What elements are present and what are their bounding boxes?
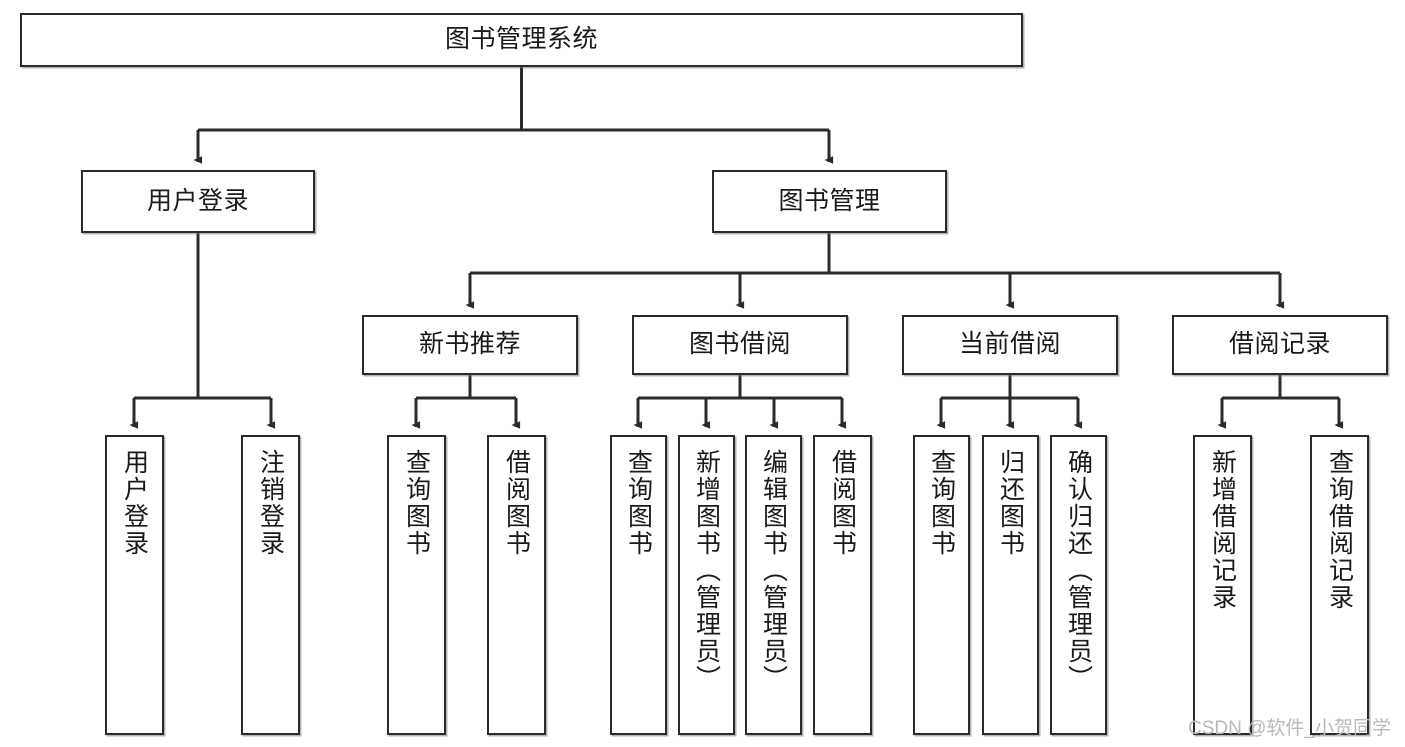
leaf-cb-query-book[interactable]: 查询图书 [913,435,970,735]
node-root-label: 图书管理系统 [444,25,598,54]
leaf-cb-confirm-return[interactable]: 确认归还（管理员） [1050,435,1107,735]
node-borrow-record-label: 借阅记录 [1228,330,1331,359]
leaf-bb-add-book-label: 新增图书（管理员） [692,449,721,692]
leaf-br-add-record[interactable]: 新增借阅记录 [1193,435,1252,735]
leaf-user-logout-label: 注销登录 [256,449,285,557]
node-user-login[interactable]: 用户登录 [81,170,315,233]
leaf-bb-query-book[interactable]: 查询图书 [610,435,667,735]
node-new-book-rec-label: 新书推荐 [418,330,521,359]
leaf-bb-edit-book[interactable]: 编辑图书（管理员） [745,435,802,735]
leaf-cb-confirm-return-label: 确认归还（管理员） [1064,449,1093,692]
node-user-login-label: 用户登录 [146,186,249,215]
leaf-cb-return-book-label: 归还图书 [996,449,1025,557]
node-book-borrow[interactable]: 图书借阅 [632,315,848,375]
node-book-manage[interactable]: 图书管理 [712,170,947,233]
leaf-nb-borrow-book[interactable]: 借阅图书 [487,435,546,735]
node-book-manage-label: 图书管理 [778,186,881,215]
leaf-cb-return-book[interactable]: 归还图书 [982,435,1039,735]
leaf-bb-edit-book-label: 编辑图书（管理员） [759,449,788,692]
node-borrow-record[interactable]: 借阅记录 [1172,315,1388,375]
node-root[interactable]: 图书管理系统 [20,13,1023,67]
node-current-borrow[interactable]: 当前借阅 [902,315,1118,375]
leaf-nb-borrow-book-label: 借阅图书 [502,449,531,557]
node-new-book-rec[interactable]: 新书推荐 [362,315,578,375]
node-current-borrow-label: 当前借阅 [958,330,1061,359]
leaf-nb-query-book-label: 查询图书 [402,449,431,557]
leaf-bb-query-book-label: 查询图书 [624,449,653,557]
leaf-bb-borrow-book[interactable]: 借阅图书 [813,435,872,735]
leaf-br-add-record-label: 新增借阅记录 [1208,449,1237,611]
leaf-br-query-record[interactable]: 查询借阅记录 [1310,435,1369,735]
leaf-user-logout[interactable]: 注销登录 [241,435,300,735]
leaf-user-login[interactable]: 用户登录 [105,435,164,735]
leaf-user-login-label: 用户登录 [120,449,149,557]
leaf-bb-borrow-book-label: 借阅图书 [828,449,857,557]
leaf-cb-query-book-label: 查询图书 [927,449,956,557]
leaf-br-query-record-label: 查询借阅记录 [1325,449,1354,611]
leaf-nb-query-book[interactable]: 查询图书 [387,435,446,735]
leaf-bb-add-book[interactable]: 新增图书（管理员） [678,435,735,735]
csdn-watermark: CSDN @软件_小贺同学 [1188,718,1391,739]
node-book-borrow-label: 图书借阅 [688,330,791,359]
